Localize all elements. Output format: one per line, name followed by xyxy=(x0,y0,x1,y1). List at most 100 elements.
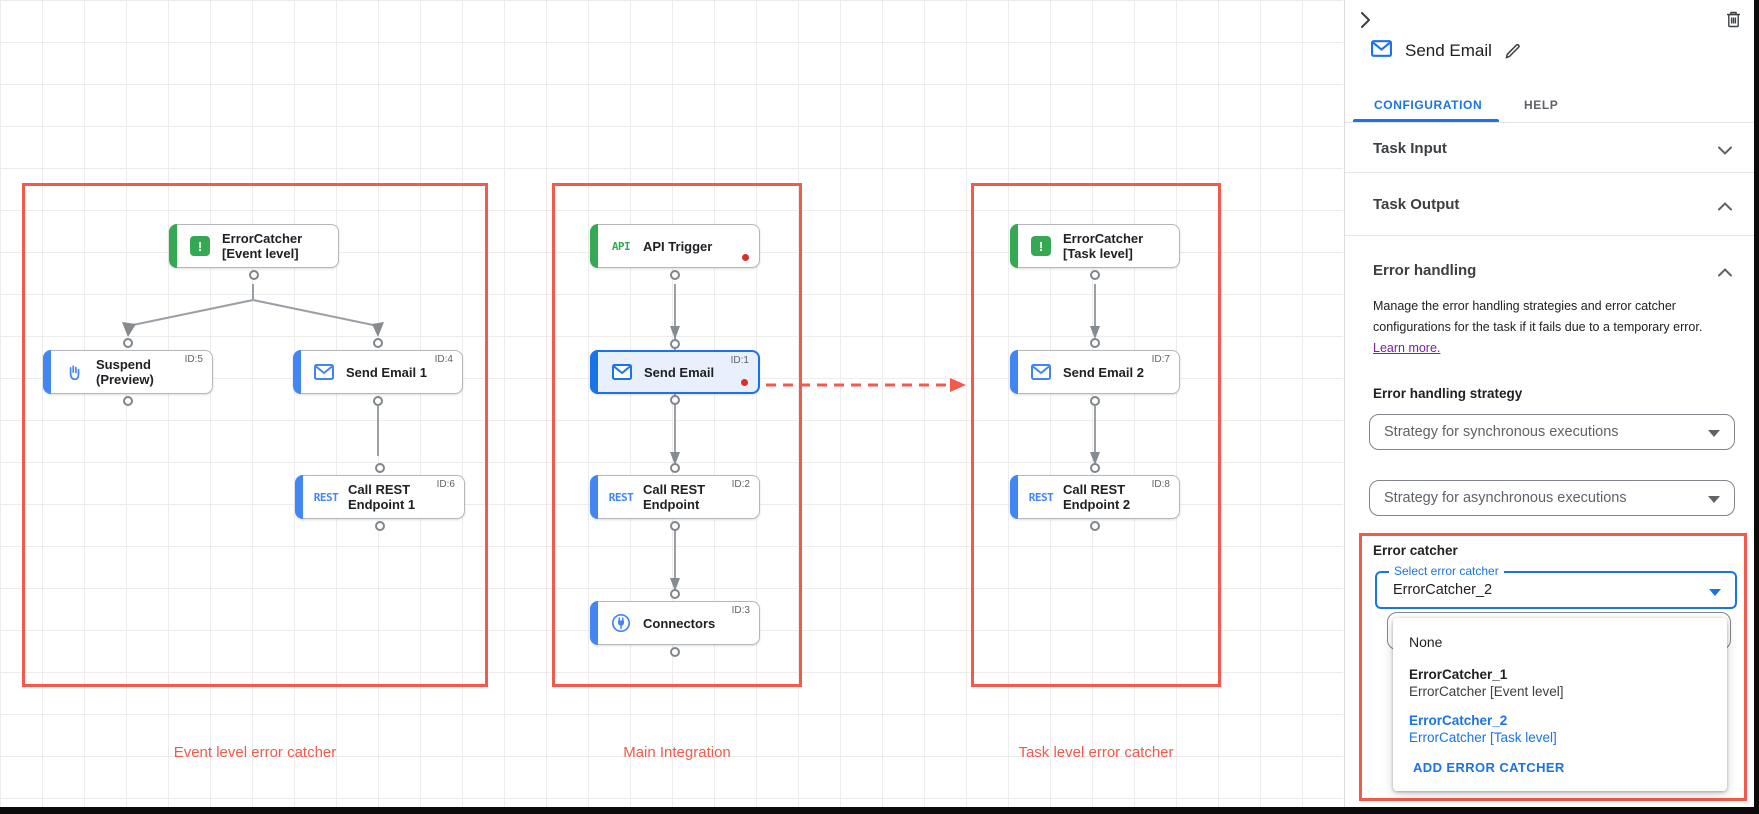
output-port[interactable] xyxy=(1090,521,1100,531)
node-id: ID:2 xyxy=(731,479,750,490)
output-port[interactable] xyxy=(670,521,680,531)
node-send-email-2[interactable]: Send Email 2 ID:7 xyxy=(1010,338,1180,406)
hand-icon xyxy=(61,363,87,382)
error-catcher-dropdown-menu: None ErrorCatcher_1 ErrorCatcher [Event … xyxy=(1393,618,1727,791)
chevron-up-icon[interactable] xyxy=(1718,198,1732,216)
input-port[interactable] xyxy=(1090,463,1100,473)
email-icon xyxy=(609,364,635,380)
node-errorcatcher-event-level[interactable]: ErrorCatcher[Event level] xyxy=(169,224,339,280)
group-box-main-integration xyxy=(552,183,802,687)
email-icon xyxy=(1371,40,1392,62)
node-label-line2: [Task level] xyxy=(1063,246,1133,261)
input-port[interactable] xyxy=(375,463,385,473)
output-port[interactable] xyxy=(373,396,383,406)
node-send-email-selected[interactable]: Send Email ID:1 xyxy=(590,339,760,405)
section-error-handling[interactable]: Error handling xyxy=(1373,262,1477,279)
node-accent-bar xyxy=(293,350,301,394)
node-accent-bar xyxy=(590,475,598,519)
menu-item-errorcatcher-1[interactable]: ErrorCatcher_1 ErrorCatcher [Event level… xyxy=(1409,667,1564,699)
tab-configuration[interactable]: CONFIGURATION xyxy=(1374,98,1483,112)
node-label-line2: Endpoint 1 xyxy=(348,497,416,512)
output-port[interactable] xyxy=(670,395,680,405)
node-accent-bar xyxy=(590,224,598,268)
task-title: Send Email xyxy=(1405,41,1492,60)
node-id: ID:1 xyxy=(730,355,749,366)
rest-icon: REST xyxy=(608,490,634,504)
error-catcher-icon xyxy=(187,236,213,256)
node-id: ID:5 xyxy=(184,354,203,365)
node-suspend[interactable]: Suspend(Preview) ID:5 xyxy=(43,338,213,406)
output-port[interactable] xyxy=(123,396,133,406)
menu-item-none[interactable]: None xyxy=(1409,634,1443,650)
node-label: Call REST xyxy=(348,482,411,497)
node-accent-bar xyxy=(590,601,598,645)
active-tab-indicator xyxy=(1353,119,1499,122)
error-dot xyxy=(742,254,749,261)
edit-title-icon[interactable] xyxy=(1505,43,1521,59)
node-label-line2: Endpoint 2 xyxy=(1063,497,1131,512)
node-label: ErrorCatcher xyxy=(1063,231,1144,246)
node-id: ID:7 xyxy=(1151,354,1170,365)
group-label-event-level: Event level error catcher xyxy=(173,744,337,761)
node-label: ErrorCatcher xyxy=(222,231,303,246)
async-strategy-select[interactable]: Strategy for asynchronous executions xyxy=(1369,480,1735,516)
rest-icon: REST xyxy=(1028,490,1054,504)
section-task-output[interactable]: Task Output xyxy=(1373,196,1460,213)
learn-more-link[interactable]: Learn more. xyxy=(1373,341,1441,355)
node-accent-bar xyxy=(295,475,303,519)
input-port[interactable] xyxy=(1090,338,1100,348)
node-id: ID:4 xyxy=(434,354,453,365)
integration-canvas[interactable]: ErrorCatcher[Event level] Suspend(Previe… xyxy=(0,0,1343,814)
error-handling-description: Manage the error handling strategies and… xyxy=(1373,296,1751,359)
menu-item-errorcatcher-2[interactable]: ErrorCatcher_2 ErrorCatcher [Task level] xyxy=(1409,713,1557,745)
node-label: Call REST xyxy=(643,482,706,497)
task-config-panel: Send Email CONFIGURATION HELP Task Input… xyxy=(1344,0,1755,807)
error-catcher-icon xyxy=(1028,236,1054,256)
output-port[interactable] xyxy=(670,647,680,657)
node-connectors[interactable]: Connectors ID:3 xyxy=(590,589,760,657)
select-error-catcher-floating-label: Select error catcher xyxy=(1389,564,1504,578)
input-port[interactable] xyxy=(670,339,680,349)
node-label-line2: (Preview) xyxy=(96,372,154,387)
dropdown-caret-icon xyxy=(1708,496,1720,503)
node-label: Call REST xyxy=(1063,482,1126,497)
output-port[interactable] xyxy=(249,270,259,280)
node-id: ID:3 xyxy=(731,605,750,616)
output-port[interactable] xyxy=(1090,396,1100,406)
collapse-panel-icon[interactable] xyxy=(1353,8,1377,32)
node-label: Send Email xyxy=(644,364,715,380)
select-error-catcher-field[interactable]: Select error catcher ErrorCatcher_2 xyxy=(1375,564,1737,609)
output-port[interactable] xyxy=(1090,270,1100,280)
screenshot-right-edge xyxy=(1754,0,1759,814)
node-accent-bar xyxy=(1010,475,1018,519)
input-port[interactable] xyxy=(373,338,383,348)
input-port[interactable] xyxy=(670,463,680,473)
output-port[interactable] xyxy=(375,521,385,531)
email-icon xyxy=(311,364,337,380)
divider xyxy=(1345,172,1755,173)
node-accent-bar xyxy=(43,350,51,394)
output-port[interactable] xyxy=(670,270,680,280)
add-error-catcher-button[interactable]: ADD ERROR CATCHER xyxy=(1413,760,1565,775)
selected-error-catcher-value: ErrorCatcher_2 xyxy=(1393,582,1493,598)
dropdown-caret-icon xyxy=(1708,430,1720,437)
group-box-task-level-error-catcher xyxy=(971,183,1221,687)
chevron-up-icon[interactable] xyxy=(1718,264,1732,282)
input-port[interactable] xyxy=(123,338,133,348)
tab-help[interactable]: HELP xyxy=(1524,98,1559,112)
rest-icon: REST xyxy=(313,490,339,504)
chevron-down-icon[interactable] xyxy=(1718,142,1732,160)
sync-strategy-select[interactable]: Strategy for synchronous executions xyxy=(1369,414,1735,450)
error-catcher-label: Error catcher xyxy=(1373,543,1458,558)
delete-task-icon[interactable] xyxy=(1720,6,1746,32)
node-label-line2: [Event level] xyxy=(222,246,299,261)
node-send-email-1[interactable]: Send Email 1 ID:4 xyxy=(293,338,463,406)
node-label: Send Email 1 xyxy=(346,364,427,380)
node-api-trigger[interactable]: API API Trigger xyxy=(590,224,760,280)
section-task-input[interactable]: Task Input xyxy=(1373,140,1447,157)
input-port[interactable] xyxy=(670,589,680,599)
node-errorcatcher-task-level[interactable]: ErrorCatcher[Task level] xyxy=(1010,224,1180,280)
